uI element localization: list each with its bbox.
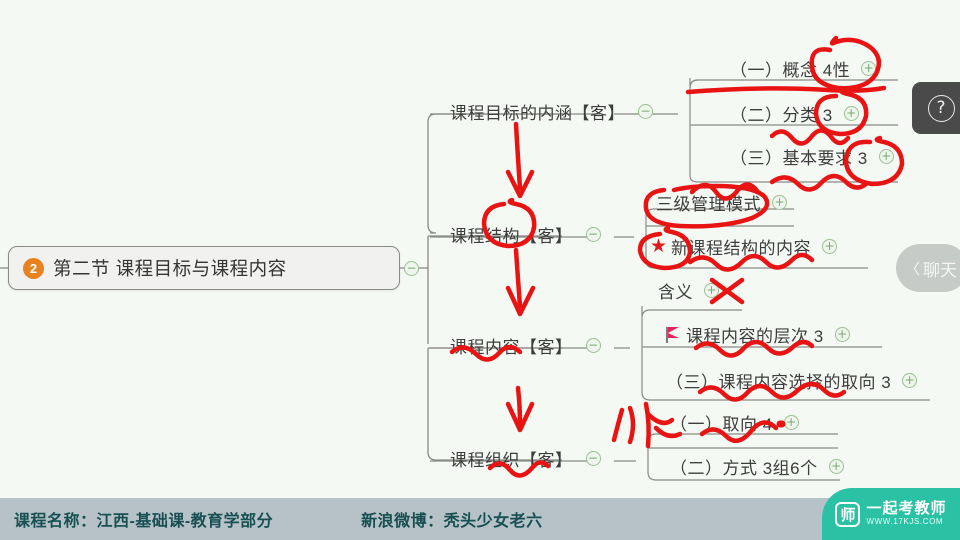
- ink-underline-concept: [685, 85, 887, 95]
- root-collapse-toggle[interactable]: [404, 261, 419, 276]
- teacher-mark-icon: 师: [835, 501, 861, 527]
- expand-toggle[interactable]: [902, 373, 918, 388]
- node-label: 课程结构【客】: [450, 226, 573, 246]
- chat-tab-label: 聊天: [923, 260, 958, 280]
- node-label: （三）课程内容选择的取向 3: [666, 373, 892, 392]
- ink-shun-stroke3: [643, 401, 651, 449]
- node-course-goal-connotation[interactable]: 课程目标的内涵【客】: [450, 98, 653, 124]
- expand-toggle[interactable]: [878, 149, 894, 164]
- ink-shun-stroke2: [627, 405, 636, 445]
- ink-arrow1-shaft: [513, 121, 523, 191]
- expand-toggle[interactable]: [704, 283, 719, 298]
- collapse-toggle[interactable]: [585, 450, 601, 466]
- node-label: 课程组织【客】: [450, 450, 573, 470]
- expand-toggle[interactable]: [843, 106, 859, 121]
- node-basic-requirements-3[interactable]: （三）基本要求 3: [730, 144, 894, 169]
- node-label: （三）基本要求 3: [730, 149, 868, 168]
- expand-toggle[interactable]: [783, 415, 799, 430]
- logo-url: WWW.17KJS.COM: [866, 516, 944, 526]
- ink-arrow1-head: [505, 169, 535, 199]
- ink-arrow3-head: [505, 401, 535, 433]
- node-label: （一）概念 4性: [730, 61, 851, 80]
- mindmap-root-node[interactable]: 2 第二节 课程目标与课程内容: [8, 246, 400, 290]
- node-label: 课程内容的层次 3: [686, 327, 824, 346]
- weibo-label: 新浪微博：秃头少女老六: [361, 513, 543, 530]
- expand-toggle[interactable]: [861, 61, 877, 76]
- root-badge: 2: [23, 257, 44, 279]
- node-label: 新课程结构的内容: [671, 239, 812, 258]
- node-three-level-management[interactable]: 三级管理模式: [656, 190, 787, 215]
- question-mark-icon: ?: [927, 94, 955, 122]
- node-concept-4xing[interactable]: （一）概念 4性: [730, 56, 877, 81]
- ink-arrow2-shaft: [513, 247, 523, 309]
- ink-squiggle-basic-req: [769, 173, 869, 192]
- chevron-left-icon: 〈: [905, 260, 921, 278]
- course-name-label: 课程名称：江西-基础课-教育学部分: [14, 513, 274, 530]
- node-classification-3[interactable]: （二）分类 3: [730, 101, 859, 126]
- brand-logo: 师 一起考教师 WWW.17KJS.COM: [822, 488, 960, 540]
- node-label: 课程内容【客】: [450, 337, 573, 357]
- node-course-content[interactable]: 课程内容【客】: [450, 332, 601, 358]
- collapse-toggle[interactable]: [585, 226, 601, 242]
- node-content-levels-3[interactable]: 课程内容的层次 3: [666, 322, 850, 347]
- node-course-structure[interactable]: 课程结构【客】: [450, 221, 601, 247]
- node-label: 三级管理模式: [656, 195, 761, 214]
- collapse-toggle[interactable]: [638, 103, 653, 119]
- node-method-3groups6[interactable]: （二）方式 3组6个: [670, 454, 844, 479]
- expand-toggle[interactable]: [822, 239, 838, 254]
- expand-toggle[interactable]: [828, 459, 844, 474]
- node-new-course-structure-content[interactable]: ★ 新课程结构的内容: [650, 234, 838, 259]
- ink-squiggle-classify: [769, 128, 851, 146]
- node-label: （二）分类 3: [730, 106, 833, 125]
- chat-tab-button[interactable]: 〈 聊天: [896, 244, 960, 292]
- node-label: 课程目标的内涵【客】: [450, 103, 625, 123]
- node-label: （一）取向 4: [670, 415, 773, 434]
- flag-icon: [666, 326, 681, 343]
- logo-title: 一起考教师: [866, 500, 947, 518]
- node-label: （二）方式 3组6个: [670, 459, 818, 478]
- node-meaning[interactable]: 含义: [658, 278, 719, 303]
- expand-toggle[interactable]: [834, 327, 850, 342]
- root-label: 第二节 课程目标与课程内容: [53, 258, 287, 279]
- ink-shun-stroke1: [611, 407, 625, 443]
- bottom-info-bar: 课程名称：江西-基础课-教育学部分 新浪微博：秃头少女老六: [0, 498, 960, 540]
- node-label: 含义: [658, 283, 693, 302]
- expand-toggle[interactable]: [772, 195, 787, 210]
- node-orientation-4[interactable]: （一）取向 4: [670, 410, 799, 435]
- node-content-selection-orientation-3[interactable]: （三）课程内容选择的取向 3: [666, 368, 918, 393]
- star-icon: ★: [650, 236, 668, 257]
- ink-arrow2-head: [505, 285, 536, 317]
- ink-shun-stroke4: [645, 411, 675, 426]
- ink-arrow3-shaft: [515, 385, 523, 427]
- node-course-organization[interactable]: 课程组织【客】: [450, 445, 601, 471]
- help-button[interactable]: ?: [912, 82, 960, 134]
- collapse-toggle[interactable]: [585, 337, 601, 353]
